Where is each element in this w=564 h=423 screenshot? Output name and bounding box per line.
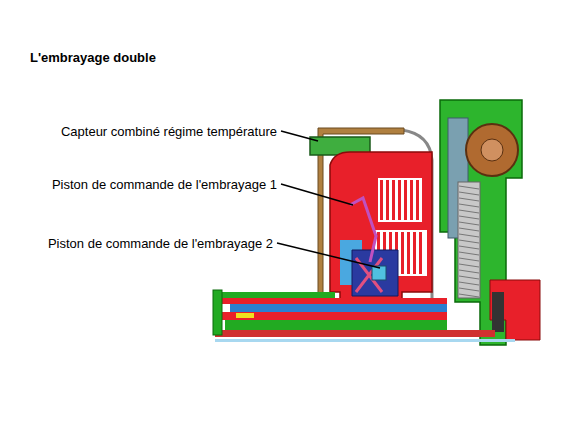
- gear-housing: [440, 100, 540, 345]
- spline-stroke: [459, 240, 479, 243]
- spline-stroke: [459, 222, 479, 225]
- spline-stroke: [459, 198, 479, 201]
- spline-hatching: [459, 186, 479, 297]
- spline-stroke: [459, 234, 479, 237]
- clutch-plate: [398, 180, 401, 220]
- spline-stroke: [459, 276, 479, 279]
- part-label: Capteur combiné régime température: [61, 124, 277, 139]
- clutch-plate: [401, 232, 404, 274]
- leader-lines: [277, 131, 380, 268]
- clutch-plate: [413, 232, 416, 274]
- spline-stroke: [459, 264, 479, 267]
- shaft-band: [215, 298, 447, 304]
- clutch-1-plates: [380, 180, 419, 220]
- spline-stroke: [459, 282, 479, 285]
- clutch-plate: [386, 180, 389, 220]
- spline-stroke: [459, 192, 479, 195]
- clutch-plate: [419, 232, 422, 274]
- clutch-1-cavity: [378, 178, 422, 222]
- shaft-band: [215, 292, 335, 298]
- spline-stroke: [459, 204, 479, 207]
- clutch-plate: [404, 180, 407, 220]
- spline-stroke: [459, 228, 479, 231]
- shaft-band: [230, 304, 447, 312]
- spline-stroke: [459, 246, 479, 249]
- part-label: Piston de commande de l'embrayage 2: [48, 236, 273, 251]
- gear: [466, 124, 518, 176]
- spline-stroke: [459, 288, 479, 291]
- spline-stroke: [459, 210, 479, 213]
- shaft-flange: [213, 290, 222, 335]
- diagram-title: L'embrayage double: [30, 50, 156, 65]
- clutch-plate: [380, 180, 383, 220]
- clutch-housing: [330, 152, 432, 302]
- spline-part: [458, 182, 480, 298]
- clutch-plate: [410, 180, 413, 220]
- spline-stroke: [459, 294, 479, 297]
- bearing: [492, 292, 504, 332]
- piston-1: [350, 198, 376, 262]
- spline-stroke: [459, 186, 479, 189]
- spline-stroke: [459, 258, 479, 261]
- shafts: [213, 290, 515, 342]
- shaft-band: [225, 320, 447, 330]
- clutch-plate: [407, 232, 410, 274]
- clutch-plate: [416, 180, 419, 220]
- shaft-band: [215, 312, 447, 320]
- part-label: Piston de commande de l'embrayage 1: [52, 177, 277, 192]
- shaft-ring: [236, 313, 254, 318]
- spline-stroke: [459, 270, 479, 273]
- leader-line: [281, 131, 318, 141]
- clutch-plate: [392, 180, 395, 220]
- gear-hub: [481, 139, 503, 161]
- leader-line: [277, 243, 380, 268]
- piston-2: [352, 250, 398, 296]
- spline-stroke: [459, 252, 479, 255]
- shaft-band: [215, 330, 495, 337]
- spline-stroke: [459, 216, 479, 219]
- shaft-axis: [215, 339, 515, 342]
- red-bearing-block: [490, 280, 540, 340]
- leader-line: [281, 184, 353, 205]
